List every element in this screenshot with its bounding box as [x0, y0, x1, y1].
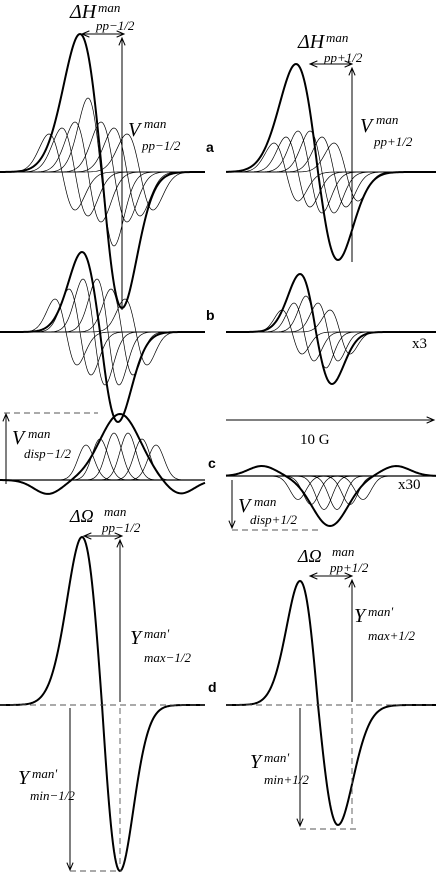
- svg-text:max+1/2: max+1/2: [368, 628, 416, 643]
- curve-b-left-envelope: [0, 250, 205, 424]
- spectral-curves: [0, 32, 436, 873]
- label-Ymax-left: Y man' max−1/2: [130, 626, 192, 665]
- svg-text:V: V: [12, 427, 27, 449]
- svg-text:max−1/2: max−1/2: [144, 650, 192, 665]
- panel-letter-a: a: [206, 139, 214, 155]
- curve-c-right-envelope: [225, 465, 436, 528]
- arrow-dH-left-head: [80, 30, 90, 38]
- panel-letter-d: d: [208, 679, 217, 695]
- svg-text:ΔΩ: ΔΩ: [69, 506, 94, 526]
- svg-text:man: man: [254, 494, 276, 509]
- svg-text:pp−1/2: pp−1/2: [95, 18, 135, 33]
- svg-text:man': man': [32, 766, 57, 781]
- svg-text:pp−1/2: pp−1/2: [101, 520, 141, 535]
- arrow-Vdisp-left-head: [2, 412, 10, 422]
- label-Vdisp-left: V man disp−1/2: [12, 426, 72, 461]
- svg-text:man: man: [144, 116, 166, 131]
- svg-text:man: man: [332, 544, 354, 559]
- label-dOmega-right: ΔΩ man pp+1/2: [297, 544, 369, 575]
- svg-text:Y: Y: [354, 605, 367, 627]
- svg-text:pp+1/2: pp+1/2: [329, 560, 369, 575]
- svg-text:man': man': [144, 626, 169, 641]
- arrow-Vpp-left-head: [118, 36, 126, 46]
- arrow-dH-right-head: [344, 60, 354, 68]
- curve-b-right-envelope: [226, 272, 436, 386]
- svg-text:ΔH: ΔH: [69, 1, 98, 23]
- label-Vdisp-right: V man disp+1/2: [238, 494, 298, 527]
- svg-text:man: man: [104, 504, 126, 519]
- svg-text:man: man: [28, 426, 50, 441]
- curve-d-left: [0, 535, 205, 873]
- label-dOmega-left: ΔΩ man pp−1/2: [69, 504, 141, 535]
- scale-bar-arrow-head: [426, 416, 436, 424]
- curve-a-right-envelope: [225, 62, 436, 262]
- scale-bar-label: 10 G: [300, 432, 330, 448]
- svg-text:V: V: [360, 115, 375, 137]
- arrow-Ymin-right-head: [296, 818, 304, 828]
- arrow-Ymax-left-head: [116, 538, 124, 548]
- svg-text:V: V: [128, 119, 143, 141]
- svg-text:ΔH: ΔH: [297, 31, 326, 53]
- arrow-Ymin-left-head: [66, 862, 74, 872]
- svg-text:Y: Y: [250, 751, 263, 773]
- label-Vpp-left: V man pp−1/2: [128, 116, 181, 153]
- svg-text:man: man: [98, 0, 120, 15]
- label-Ymin-right: Y man' min+1/2: [250, 750, 309, 787]
- svg-text:disp+1/2: disp+1/2: [250, 512, 298, 527]
- svg-text:Y: Y: [18, 767, 31, 789]
- curve-a-left-envelope: [0, 32, 205, 310]
- panel-letter-b: b: [206, 307, 215, 323]
- label-Vpp-right: V man pp+1/2: [360, 112, 413, 149]
- svg-text:pp+1/2: pp+1/2: [373, 134, 413, 149]
- scale-factor-b: x3: [412, 336, 427, 352]
- arrow-dOmega-left-head: [82, 532, 92, 540]
- svg-text:Y: Y: [130, 627, 143, 649]
- curve-a-left-component: [0, 133, 205, 211]
- arrow-Vpp-right-head: [348, 66, 356, 76]
- svg-text:ΔΩ: ΔΩ: [297, 546, 322, 566]
- label-dH-left: ΔH man pp−1/2: [69, 0, 135, 33]
- arrow-Ymax-right-head: [348, 578, 356, 588]
- arrow-dOmega-right-head: [308, 572, 318, 580]
- label-Ymin-left: Y man' min−1/2: [18, 766, 75, 803]
- scale-factor-c: x30: [398, 477, 421, 493]
- svg-text:pp−1/2: pp−1/2: [141, 138, 181, 153]
- arrow-Vdisp-right-head: [228, 520, 236, 530]
- curve-b-right-component: [226, 309, 436, 355]
- arrow-dH-left-head: [116, 30, 126, 38]
- label-dH-right: ΔH man pp+1/2: [297, 30, 363, 65]
- curve-c-left-envelope: [0, 412, 206, 495]
- svg-text:man': man': [264, 750, 289, 765]
- curve-a-right-component: [226, 142, 436, 202]
- svg-text:disp−1/2: disp−1/2: [24, 446, 72, 461]
- svg-text:min+1/2: min+1/2: [264, 772, 309, 787]
- svg-text:pp+1/2: pp+1/2: [323, 50, 363, 65]
- arrow-dH-right-head: [308, 60, 318, 68]
- arrow-dOmega-left-head: [114, 532, 124, 540]
- curve-d-right: [226, 579, 436, 827]
- svg-text:man: man: [376, 112, 398, 127]
- svg-text:min−1/2: min−1/2: [30, 788, 75, 803]
- label-Ymax-right: Y man' max+1/2: [354, 604, 416, 643]
- panel-letter-c: c: [208, 455, 216, 471]
- svg-text:V: V: [238, 495, 253, 517]
- svg-text:man': man': [368, 604, 393, 619]
- arrow-dOmega-right-head: [344, 572, 354, 580]
- guide-lines: [0, 30, 436, 872]
- svg-text:man: man: [326, 30, 348, 45]
- curve-b-left-component: [0, 298, 205, 366]
